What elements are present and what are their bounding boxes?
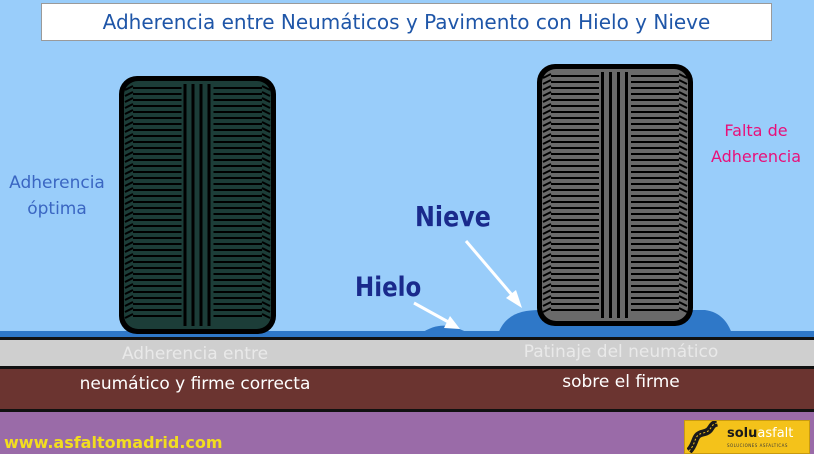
caption-left-line1: Adherencia entre: [121, 344, 269, 364]
logo-word-light: asfalt: [757, 426, 794, 441]
label-snow: Nieve: [415, 200, 491, 233]
soluasfalt-logo: soluasfalt SOLUCIONES ASFALTICAS: [684, 420, 810, 454]
label-optimal-grip-line2: óptima: [27, 199, 87, 219]
caption-left-line2: neumático y firme correcta: [79, 374, 311, 394]
base-layer: [0, 369, 814, 410]
ice-arrow: [413, 301, 460, 329]
label-lack-of-grip-line1: Falta de: [724, 121, 788, 140]
ice-layer: [0, 331, 814, 337]
road-icon: [687, 421, 719, 453]
subgrade-layer: [0, 412, 814, 454]
logo-tagline: SOLUCIONES ASFALTICAS: [727, 443, 788, 448]
label-optimal-grip-line1: Adherencia: [9, 173, 105, 193]
pavement-layer: [0, 337, 814, 369]
diagram-title: Adherencia entre Neumáticos y Pavimento …: [41, 3, 772, 41]
label-lack-of-grip-line2: Adherencia: [710, 147, 802, 166]
pavement-edge: [0, 337, 814, 340]
tire-right: [537, 64, 693, 326]
tire-left: [119, 76, 276, 334]
label-optimal-grip: Adherencia óptima: [4, 170, 110, 222]
label-ice: Hielo: [355, 272, 422, 303]
website-link[interactable]: www.asfaltomadrid.com: [4, 433, 223, 452]
logo-word-dark: solu: [727, 426, 758, 441]
layer-divider-2: [0, 409, 814, 412]
label-lack-of-grip: Falta de Adherencia: [700, 118, 812, 170]
logo-wordmark: soluasfalt: [727, 426, 793, 441]
caption-right-line2: sobre el firme: [562, 372, 680, 392]
layer-divider: [0, 366, 814, 369]
snow-arrow: [464, 240, 522, 308]
ice-ramp: [420, 325, 470, 334]
caption-right-line1: Patinaje del neumático: [523, 342, 719, 362]
